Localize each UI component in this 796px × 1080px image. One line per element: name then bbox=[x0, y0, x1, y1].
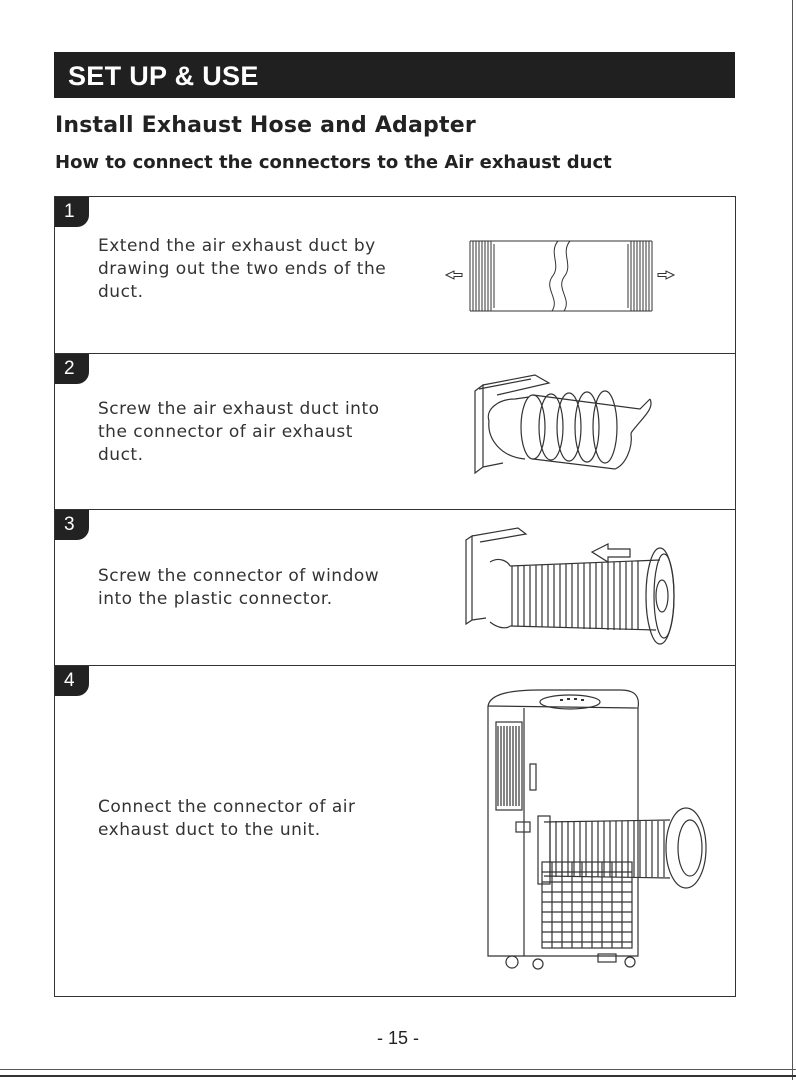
insert-arrow-icon bbox=[590, 543, 631, 564]
page-number: - 15 - bbox=[376, 1028, 419, 1048]
window-connector-illustration bbox=[465, 527, 675, 645]
right-arrow-icon bbox=[657, 270, 676, 280]
steps-table: 1 Extend the air exhaust duct by drawing… bbox=[54, 196, 736, 997]
section-banner: SET UP & USE bbox=[54, 52, 735, 98]
left-arrow-icon bbox=[444, 270, 463, 280]
page-subtitle: How to connect the connectors to the Air… bbox=[55, 152, 612, 173]
air-conditioner-unit-illustration bbox=[487, 689, 707, 970]
step-instruction: Screw the connector of window into the p… bbox=[98, 566, 380, 609]
page-bottom-rule bbox=[0, 1069, 796, 1070]
step-number-badge: 4 bbox=[55, 666, 89, 696]
step-instruction: Screw the air exhaust duct into the conn… bbox=[98, 399, 380, 465]
step-number-badge: 2 bbox=[55, 354, 89, 384]
step-row: 4 Connect the connector of air exhaust d… bbox=[55, 665, 735, 996]
screw-duct-into-connector-illustration bbox=[474, 374, 652, 475]
step-row: 3 Screw the connector of window into the… bbox=[55, 509, 735, 665]
step-row: 1 Extend the air exhaust duct by drawing… bbox=[55, 197, 735, 353]
page-right-edge bbox=[792, 0, 793, 1080]
step-number-badge: 3 bbox=[55, 510, 89, 540]
step-number-badge: 1 bbox=[55, 197, 89, 227]
extend-duct-illustration bbox=[444, 240, 676, 312]
step-instruction: Extend the air exhaust duct by drawing o… bbox=[98, 236, 387, 302]
step-instruction: Connect the connector of air exhaust duc… bbox=[98, 797, 356, 840]
step-row: 2 Screw the air exhaust duct into the co… bbox=[55, 353, 735, 509]
page-bottom-rule-thick bbox=[0, 1075, 796, 1077]
page-title: Install Exhaust Hose and Adapter bbox=[55, 113, 476, 138]
